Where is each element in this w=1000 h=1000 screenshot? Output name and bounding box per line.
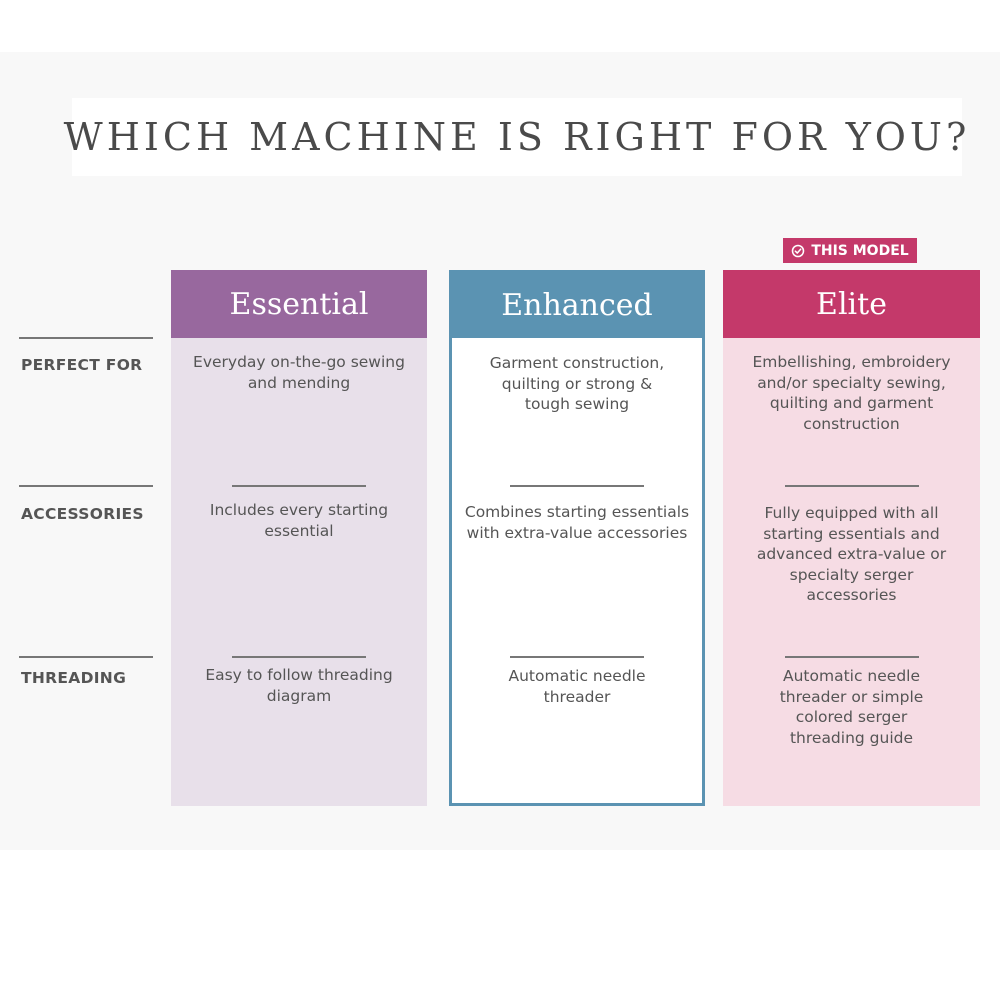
- row-label-accessories: ACCESSORIES: [21, 505, 144, 523]
- divider: [232, 485, 366, 487]
- column-header-enhanced: Enhanced: [452, 273, 702, 338]
- row-rule-accessories: [19, 485, 153, 487]
- column-enhanced: Enhanced Garment construction, quilting …: [449, 270, 705, 806]
- check-circle-icon: [792, 244, 805, 257]
- cell-enhanced-accessories: Combines starting essentials with extra-…: [464, 503, 690, 542]
- divider: [510, 485, 644, 487]
- column-header-essential: Essential: [171, 270, 427, 338]
- divider: [510, 656, 644, 658]
- cell-enhanced-perfect-for: Garment construction, quilting or strong…: [489, 354, 665, 413]
- divider: [784, 656, 919, 658]
- cell-enhanced-threading: Automatic needle threader: [508, 667, 646, 706]
- cell-essential-perfect-for: Everyday on-the-go sewing and mending: [193, 353, 405, 392]
- row-rule-threading: [19, 656, 153, 658]
- badge-label: THIS MODEL: [811, 242, 909, 259]
- cell-elite-threading: Automatic needle threader or simple colo…: [779, 667, 924, 747]
- divider: [232, 656, 366, 658]
- divider: [784, 485, 919, 487]
- cell-elite-perfect-for: Embellishing, embroidery and/or specialt…: [752, 353, 951, 433]
- cell-essential-threading: Easy to follow threading diagram: [205, 666, 393, 705]
- row-rule-perfect-for: [19, 337, 153, 339]
- title-box: WHICH MACHINE IS RIGHT FOR YOU?: [64, 98, 966, 176]
- page-title: WHICH MACHINE IS RIGHT FOR YOU?: [63, 115, 971, 159]
- cell-essential-accessories: Includes every starting essential: [209, 501, 389, 540]
- row-label-perfect-for: PERFECT FOR: [21, 356, 143, 374]
- column-essential: Essential Everyday on-the-go sewing and …: [171, 270, 427, 806]
- cell-elite-accessories: Fully equipped with all starting essenti…: [756, 504, 947, 604]
- column-elite: Elite Embellishing, embroidery and/or sp…: [723, 270, 980, 806]
- column-header-elite: Elite: [723, 270, 980, 338]
- row-label-threading: THREADING: [21, 669, 127, 687]
- this-model-badge: THIS MODEL: [783, 238, 917, 263]
